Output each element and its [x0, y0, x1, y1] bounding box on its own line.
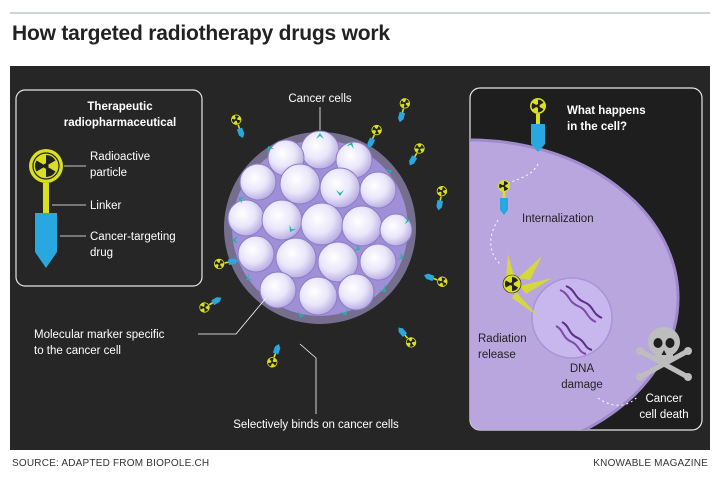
legend-heading-line1: Therapeutic	[87, 101, 153, 113]
legend-linker: Linker	[90, 200, 121, 212]
entering-drug	[530, 98, 546, 152]
internalization-label: Internalization	[522, 213, 594, 225]
cancer-cells-label: Cancer cells	[288, 93, 352, 105]
source-credit: SOURCE: ADAPTED FROM BIOPOLE.CH	[12, 458, 210, 469]
radiation-label-line1: Radiation	[478, 333, 527, 345]
radiation-label-line2: release	[478, 349, 516, 361]
internalized-drug	[498, 180, 510, 215]
drug-shape	[35, 213, 57, 268]
cell-nucleus	[531, 277, 613, 359]
dna-label-line2: damage	[561, 379, 603, 391]
death-label-line2: cell death	[639, 409, 688, 421]
linker-bar	[43, 183, 49, 213]
legend-particle-line1: Radioactive	[90, 151, 150, 163]
publisher-credit: KNOWABLE MAGAZINE	[593, 458, 708, 469]
skull-crossbones-icon	[636, 327, 692, 381]
legend-box: Therapeutic radiopharmaceutical Radioact…	[15, 89, 203, 287]
top-rule	[10, 12, 710, 14]
binds-label: Selectively binds on cancer cells	[233, 419, 399, 431]
question-line1: What happens	[567, 105, 646, 117]
page-title: How targeted radiotherapy drugs work	[12, 22, 390, 45]
dna-strand-icon	[555, 285, 603, 355]
marker-label-line2: to the cancer cell	[34, 345, 121, 357]
legend-particle-line2: particle	[90, 167, 127, 179]
radiation-release	[502, 254, 552, 316]
death-label-line1: Cancer	[645, 393, 682, 405]
cancer-cell-cluster	[224, 130, 416, 324]
radiation-icon	[29, 149, 63, 183]
marker-label-line1: Molecular marker specific	[34, 329, 165, 341]
question-line2: in the cell?	[567, 121, 627, 133]
legend-drug-line2: drug	[90, 247, 113, 259]
legend-drug-line1: Cancer-targeting	[90, 231, 176, 243]
cell-body	[470, 140, 678, 430]
legend-heading-line2: radiopharmaceutical	[64, 117, 176, 129]
cell-detail-box: What happens in the cell? Internalizatio…	[469, 87, 703, 431]
dna-label-line1: DNA	[570, 363, 595, 375]
